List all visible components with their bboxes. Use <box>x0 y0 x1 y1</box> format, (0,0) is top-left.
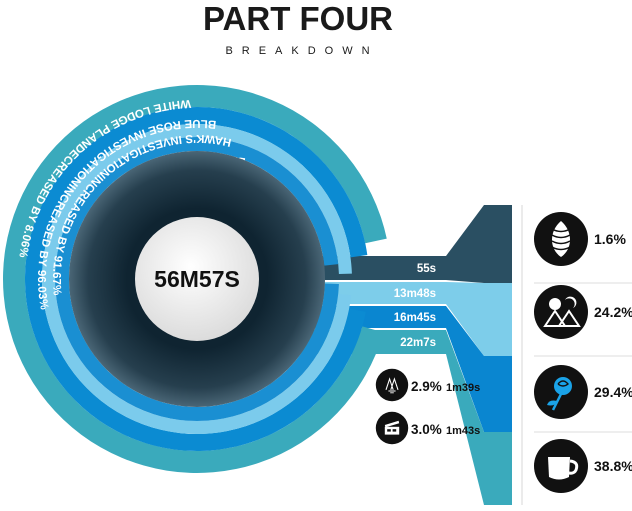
funnel-segment <box>446 306 512 432</box>
duration-label: 22m7s <box>400 337 436 349</box>
page-title: PART FOUR <box>203 0 393 37</box>
breakdown-percent: 1.6% <box>594 231 626 247</box>
duration-label: 55s <box>417 263 436 275</box>
duration-label: 16m45s <box>394 312 436 324</box>
hop-cone-icon <box>534 212 588 266</box>
page-subtitle: BREAKDOWN <box>225 45 378 57</box>
center-disc <box>135 217 259 341</box>
funnel-segment <box>446 282 512 356</box>
funnel-segment <box>446 205 512 283</box>
funnel-segment <box>446 330 512 505</box>
owl-cave-icon <box>375 368 409 402</box>
column-gap <box>512 205 522 505</box>
duration-labels: 55s 13m48s 16m45s 22m7s <box>394 263 436 349</box>
breakdown-percent: 38.8% <box>594 458 632 474</box>
breakdown-percent: 24.2% <box>594 304 632 320</box>
extra-percent: 3.0% <box>411 422 442 437</box>
coffee-cup-icon <box>534 439 588 493</box>
rose-icon <box>534 365 588 419</box>
extra-item: 3.0% 1m43s <box>375 411 480 445</box>
extra-item: 2.9% 1m39s <box>375 368 480 402</box>
breakdown-funnel <box>446 205 523 505</box>
extra-percent: 2.9% <box>411 379 442 394</box>
eye-mountains-icon <box>534 285 588 339</box>
extras-list: 2.9% 1m39s 3.0% 1m43s <box>375 368 480 445</box>
extra-duration: 1m43s <box>446 425 480 437</box>
breakdown-percent: 29.4% <box>594 384 632 400</box>
clapperboard-icon <box>375 411 409 445</box>
total-duration: 56M57S <box>154 266 240 292</box>
breakdown-list: 1.6% 24.2% 29.4% 38.8% <box>534 212 632 493</box>
duration-label: 13m48s <box>394 288 436 300</box>
extra-duration: 1m39s <box>446 382 480 394</box>
